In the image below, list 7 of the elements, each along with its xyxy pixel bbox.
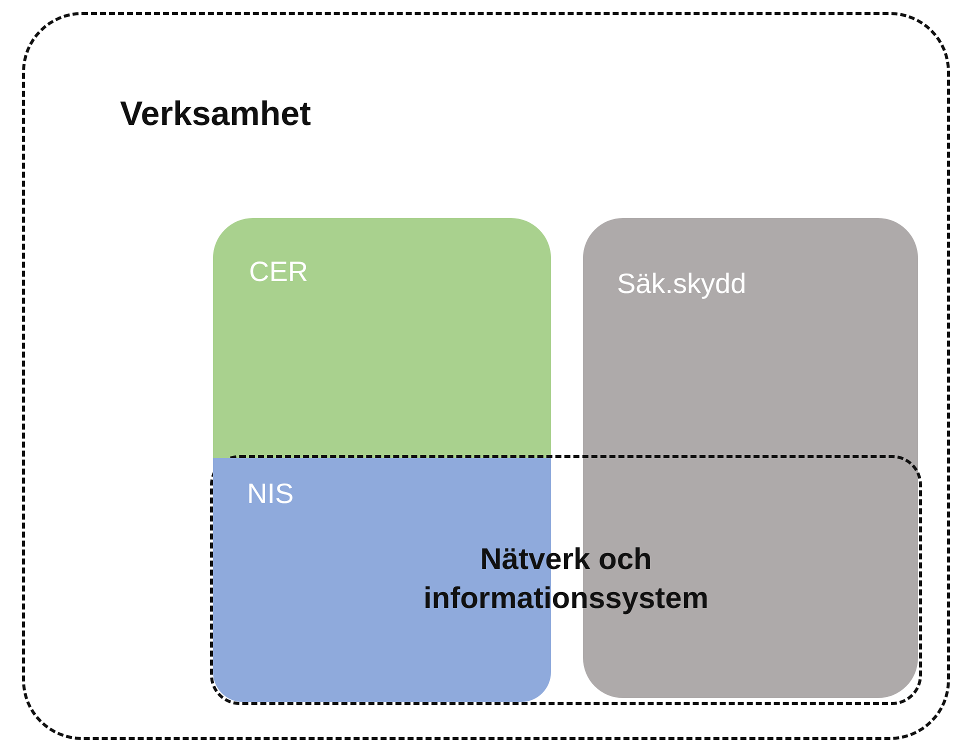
- area-label: NIS: [247, 478, 294, 510]
- group-title: Verksamhet: [120, 95, 311, 134]
- network-systems-boundary: [210, 455, 922, 705]
- area-label: CER: [249, 256, 308, 288]
- cer-area: [213, 218, 551, 458]
- area-label: Säk.skydd: [617, 268, 746, 300]
- business-boundary: [22, 12, 950, 740]
